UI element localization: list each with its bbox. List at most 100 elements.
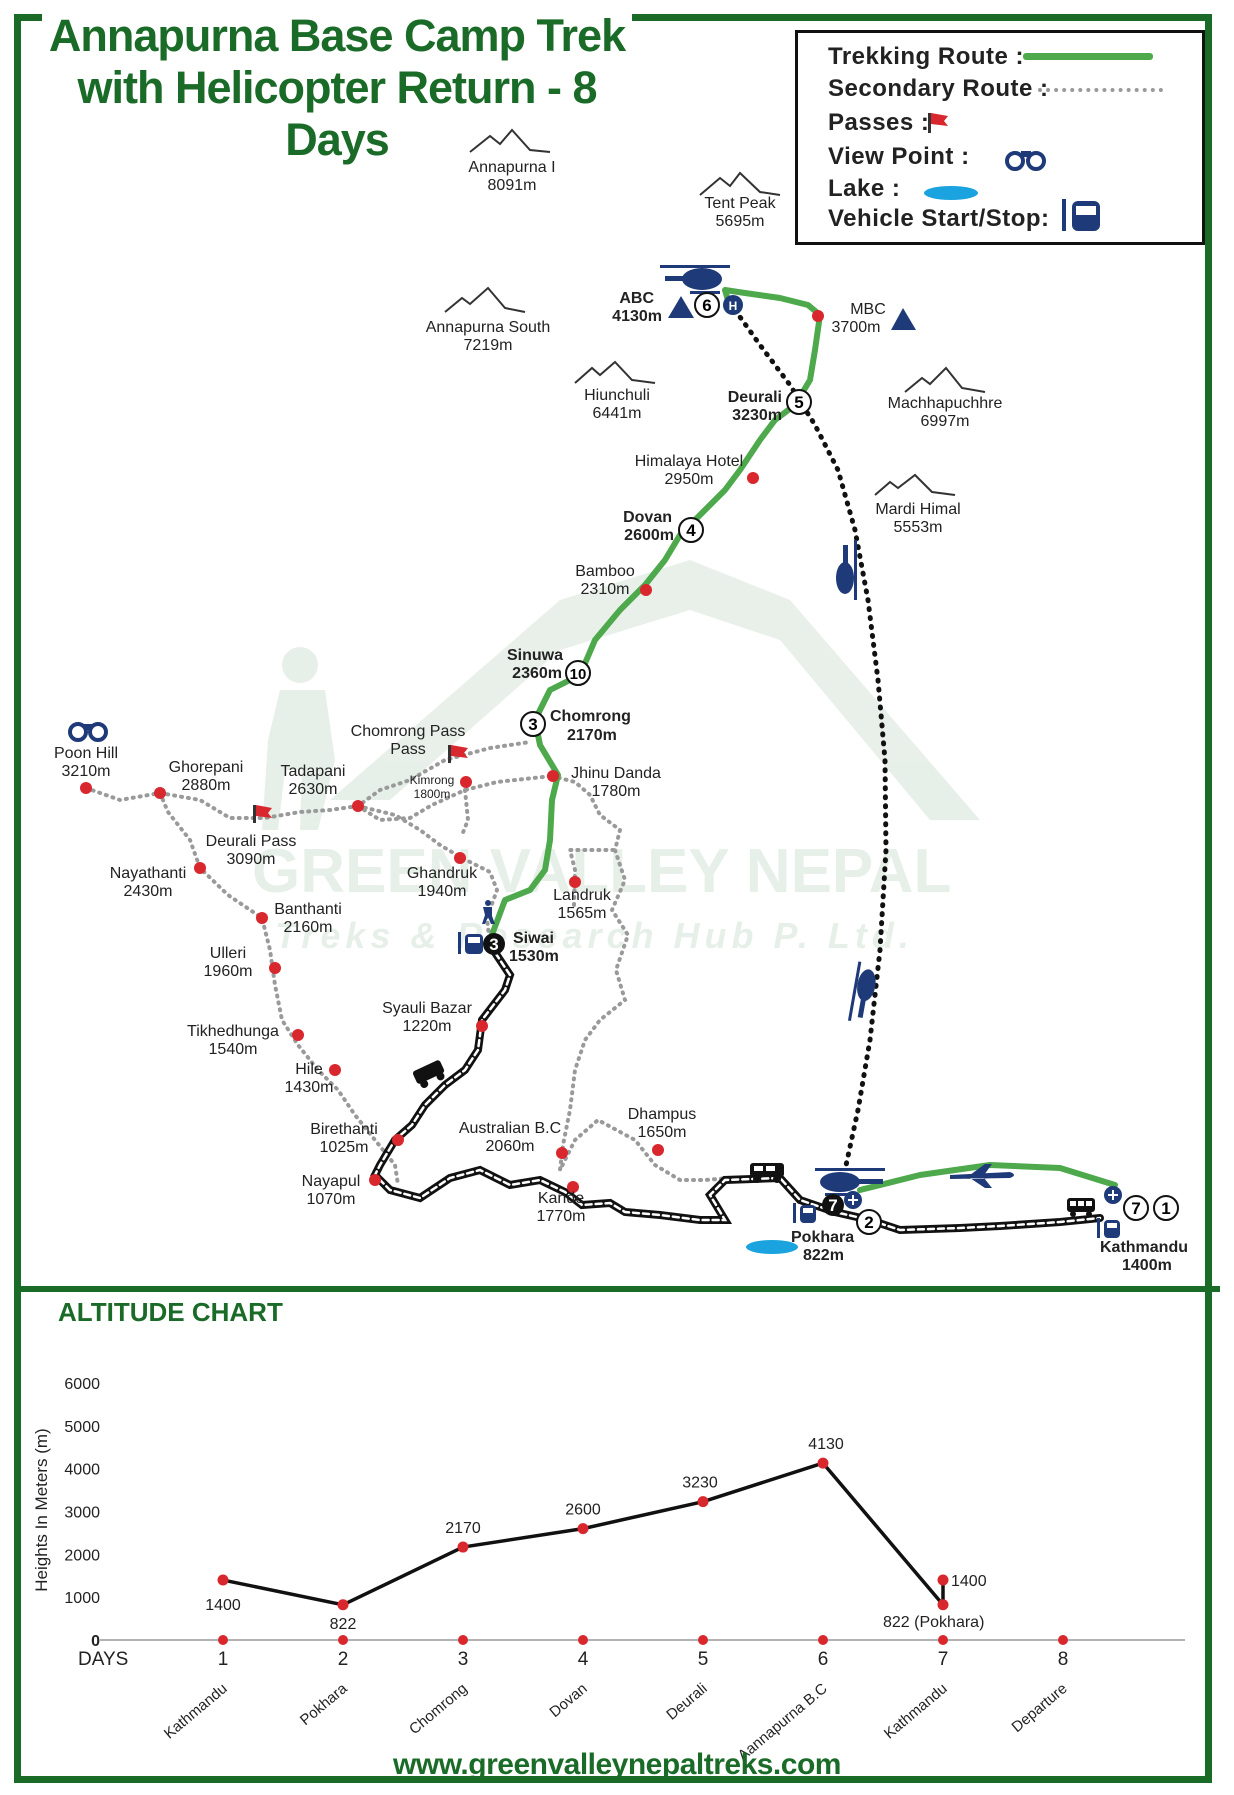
svg-text:Ghorepani: Ghorepani (169, 759, 244, 776)
x-tick-label: 4 (578, 1649, 589, 1670)
day-marker: 6 (694, 292, 720, 318)
svg-text:3700m: 3700m (832, 319, 881, 336)
waypoint-hile (329, 1064, 341, 1076)
svg-text:3210m: 3210m (62, 763, 111, 780)
svg-text:3090m: 3090m (227, 851, 276, 868)
svg-text:Kande: Kande (538, 1190, 584, 1207)
day-marker: 7 (1123, 1195, 1149, 1221)
mountain-icon (699, 171, 781, 196)
airport-icon (1104, 1186, 1122, 1204)
data-label: 1400 (205, 1597, 241, 1614)
watermark-logo: GREEN VALLEY NEPAL Treks & Research Hub … (252, 560, 980, 956)
x-axis-label: DAYS (78, 1649, 128, 1670)
helipad-icon: H (723, 295, 743, 315)
waypoint-bamboo (640, 584, 652, 596)
svg-text:1400m: 1400m (1122, 1257, 1172, 1274)
svg-text:2430m: 2430m (124, 883, 173, 900)
svg-text:Banthanti: Banthanti (274, 901, 342, 918)
waypoint-mbc (812, 310, 824, 322)
legend-secondary-route: Secondary Route : (828, 75, 1049, 102)
legend-view-point: View Point : (828, 143, 970, 170)
x-tick-label: 1 (218, 1649, 229, 1670)
svg-text:Landruk: Landruk (553, 887, 612, 904)
peak-icons (444, 128, 986, 496)
svg-text:Australian B.C: Australian B.C (459, 1120, 561, 1137)
svg-text:Chomrong Pass: Chomrong Pass (351, 723, 466, 740)
svg-text:Nayapul: Nayapul (302, 1173, 361, 1190)
svg-text:Hiunchuli: Hiunchuli (584, 387, 650, 404)
svg-text:3: 3 (489, 935, 498, 954)
svg-text:2880m: 2880m (182, 777, 231, 794)
waypoint-himalaya-hotel (747, 472, 759, 484)
day-place-label: Kathmandu (881, 1680, 951, 1742)
day-marker: 1 (1153, 1195, 1179, 1221)
data-label: 822 (330, 1616, 357, 1633)
svg-text:Annapurna South: Annapurna South (426, 319, 551, 336)
watermark-name: GREEN VALLEY NEPAL (252, 837, 951, 906)
mountain-icon (574, 360, 656, 384)
svg-text:2310m: 2310m (581, 581, 630, 598)
data-label: 1400 (951, 1573, 987, 1590)
svg-text:3: 3 (528, 715, 537, 734)
svg-text:2: 2 (864, 1213, 873, 1232)
svg-text:4130m: 4130m (612, 308, 662, 325)
day-baseline-dot (458, 1635, 468, 1645)
svg-text:Ghandruk: Ghandruk (407, 865, 478, 882)
legend-trek-line (1023, 53, 1153, 60)
svg-text:Nayathanti: Nayathanti (110, 865, 187, 882)
legend-lake: Lake : (828, 175, 901, 202)
waypoint-syauli-bazar (476, 1020, 488, 1032)
map-title: Annapurna Base Camp Trek with Helicopter… (42, 10, 632, 166)
svg-text:822m: 822m (803, 1247, 844, 1264)
svg-text:8091m: 8091m (488, 177, 537, 194)
svg-text:Kathmandu: Kathmandu (1100, 1239, 1188, 1256)
legend-secondary-line (1038, 88, 1163, 92)
data-point (817, 1457, 829, 1469)
svg-text:Deurali Pass: Deurali Pass (206, 833, 297, 850)
waypoint-poon-hill (80, 782, 92, 794)
waypoint-tadapani (352, 800, 364, 812)
svg-text:2170m: 2170m (567, 727, 617, 744)
title-line-2: with Helicopter Return - 8 Days (77, 62, 597, 165)
svg-text:5695m: 5695m (716, 213, 765, 230)
pass-flags (253, 745, 468, 823)
waypoint-landruk (569, 876, 581, 888)
data-point (937, 1599, 949, 1611)
day-place-label: Dovan (546, 1680, 590, 1721)
waypoint-ulleri (269, 962, 281, 974)
waypoint-nayapul (369, 1174, 381, 1186)
data-point (577, 1523, 589, 1535)
svg-text:7219m: 7219m (464, 337, 513, 354)
svg-text:1540m: 1540m (209, 1041, 258, 1058)
data-label: 4130 (808, 1436, 844, 1453)
svg-text:6: 6 (702, 296, 711, 315)
svg-text:1025m: 1025m (320, 1139, 369, 1156)
svg-text:Kimrong: Kimrong (410, 773, 455, 787)
svg-text:7: 7 (828, 1196, 837, 1215)
waypoint-ghorepani (154, 787, 166, 799)
svg-text:Tadapani: Tadapani (281, 763, 346, 780)
website-url[interactable]: www.greenvalleynepaltreks.com (393, 1748, 841, 1781)
x-tick-label: 2 (338, 1649, 349, 1670)
day-marker: 3 (520, 711, 546, 737)
day-place-label: Departure (1009, 1680, 1071, 1736)
waypoint-banthanti (256, 912, 268, 924)
day-marker: 3 (483, 933, 505, 955)
svg-text:Poon Hill: Poon Hill (54, 745, 118, 762)
svg-text:2360m: 2360m (512, 665, 562, 682)
svg-text:6997m: 6997m (921, 413, 970, 430)
svg-text:1220m: 1220m (403, 1018, 452, 1035)
y-tick-label: 6000 (64, 1376, 100, 1393)
day-baseline-dot (698, 1635, 708, 1645)
watermark-tagline: Treks & Research Hub P. Ltd. (275, 915, 914, 956)
data-point (217, 1574, 229, 1586)
svg-text:5553m: 5553m (894, 519, 943, 536)
svg-text:1780m: 1780m (592, 783, 641, 800)
svg-text:Chomrong: Chomrong (550, 708, 631, 725)
svg-text:3230m: 3230m (732, 407, 782, 424)
lake-icon (924, 186, 978, 200)
legend: Trekking Route : Secondary Route : Passe… (795, 30, 1205, 245)
